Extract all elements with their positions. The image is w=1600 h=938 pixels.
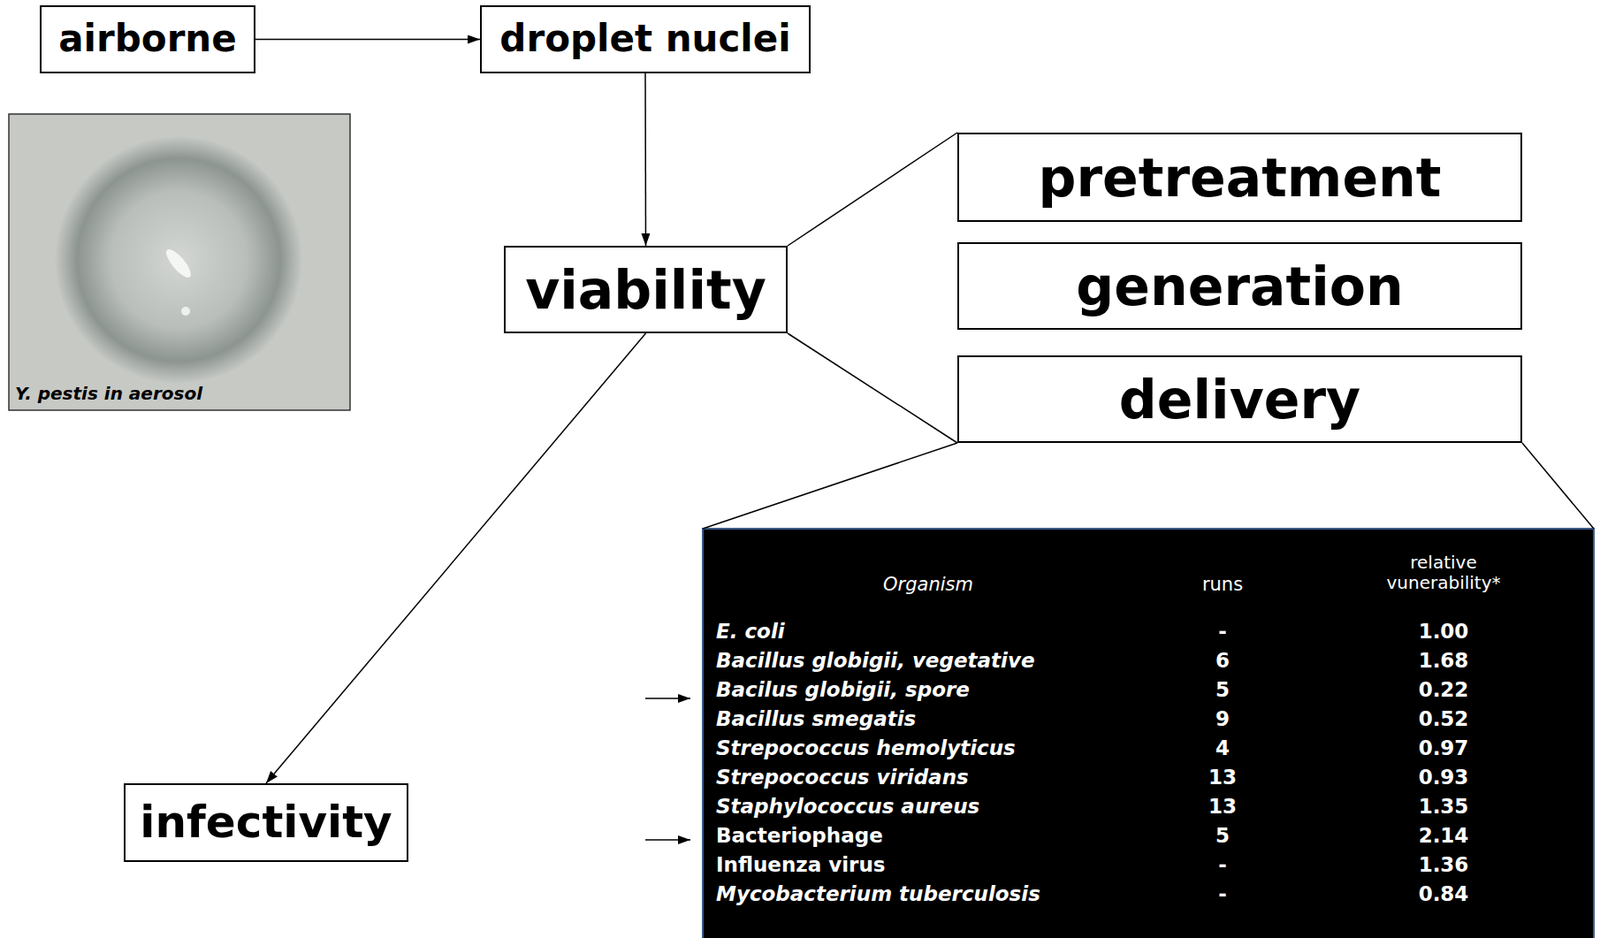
table-cell: 1.35 xyxy=(1418,794,1470,818)
concept-box: airborne xyxy=(39,5,256,74)
table-panel xyxy=(702,528,1594,938)
table-cell: 4 xyxy=(1215,736,1230,760)
bacterium-image xyxy=(162,245,195,282)
connector-arrow xyxy=(644,73,647,246)
table-cell: - xyxy=(1218,882,1227,906)
table-header: Organism xyxy=(883,573,974,595)
micrograph-frame xyxy=(8,114,351,411)
table-cell: Mycobacterium tuberculosis xyxy=(716,882,1041,906)
table-cell: Bacillus globigii, vegetative xyxy=(716,648,1036,672)
table-cell: 13 xyxy=(1208,794,1237,818)
table-cell: 1.00 xyxy=(1418,619,1470,643)
box-text: generation xyxy=(1075,257,1403,316)
zoom-line xyxy=(1522,442,1594,529)
connector-arrow xyxy=(266,333,647,784)
box-text: airborne xyxy=(58,18,237,60)
table-cell: E. coli xyxy=(716,619,785,643)
table-cell: 0.52 xyxy=(1418,707,1470,731)
concept-box: infectivity xyxy=(123,783,409,862)
box-text: viability xyxy=(525,260,767,320)
table-cell: 5 xyxy=(1215,678,1230,701)
concept-box: pretreatment xyxy=(957,132,1523,222)
connector-line xyxy=(787,333,958,443)
table-cell: 5 xyxy=(1215,823,1230,847)
box-text: infectivity xyxy=(139,798,392,847)
droplet-image xyxy=(54,136,303,384)
pointer-arrow xyxy=(645,697,691,700)
zoom-line xyxy=(702,442,958,529)
table-cell: 1.36 xyxy=(1418,853,1470,877)
table-cell: 0.97 xyxy=(1418,736,1470,760)
table-cell: 1.68 xyxy=(1418,648,1470,672)
table-cell: Influenza virus xyxy=(716,853,886,877)
table-cell: 6 xyxy=(1215,648,1230,672)
concept-box: viability xyxy=(503,245,788,334)
table-cell: 2.14 xyxy=(1418,823,1470,847)
table-cell: Staphylococcus aureus xyxy=(716,794,980,818)
table-cell: - xyxy=(1218,853,1227,877)
connector-arrow xyxy=(255,38,480,41)
table-cell: Strepococcus hemolyticus xyxy=(716,736,1016,760)
table-cell: Bacteriophage xyxy=(716,823,884,847)
table-header: runs xyxy=(1202,573,1243,595)
concept-box: droplet nuclei xyxy=(480,5,811,74)
box-text: droplet nuclei xyxy=(499,18,791,60)
pointer-arrow xyxy=(645,838,691,841)
table-cell: 0.84 xyxy=(1418,882,1470,906)
table-cell: - xyxy=(1218,619,1227,643)
concept-box: delivery xyxy=(957,355,1523,443)
bacterium-image xyxy=(181,306,191,316)
table-cell: 13 xyxy=(1208,765,1237,789)
box-text: pretreatment xyxy=(1038,148,1442,207)
image-caption: Y. pestis in aerosol xyxy=(15,383,203,404)
table-cell: 9 xyxy=(1215,707,1230,731)
table-cell: Bacillus smegatis xyxy=(716,707,916,731)
table-cell: 0.22 xyxy=(1418,678,1470,701)
table-cell: Strepococcus viridans xyxy=(716,765,969,789)
table-cell: Bacilus globigii, spore xyxy=(716,678,970,701)
table-header: relative vunerability* xyxy=(1366,552,1522,594)
concept-box: generation xyxy=(957,242,1523,330)
table-cell: 0.93 xyxy=(1418,765,1470,789)
box-text: delivery xyxy=(1119,370,1361,429)
connector-line xyxy=(787,132,958,246)
